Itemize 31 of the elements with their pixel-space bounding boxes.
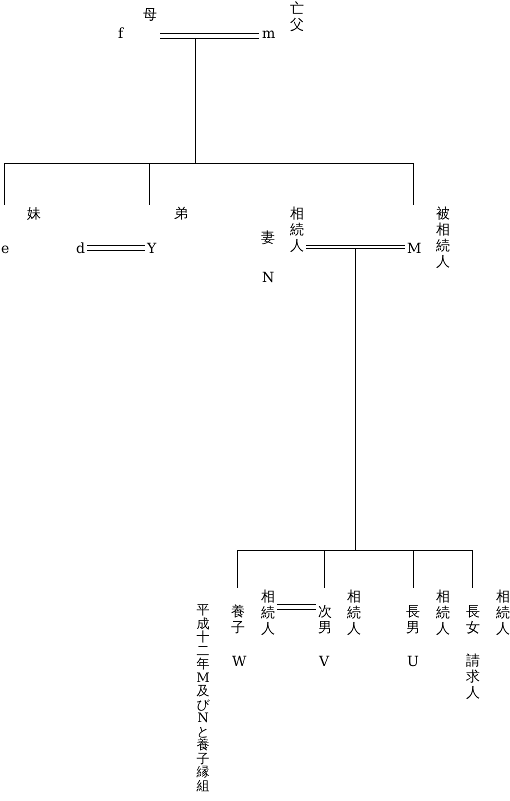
status-label: 相続人 <box>347 589 361 637</box>
marriage-line <box>306 245 406 249</box>
person-initial: U <box>407 655 419 669</box>
status-label: 相続人 <box>290 206 304 254</box>
relation-label: 妻 <box>261 230 275 246</box>
person-initial: M <box>407 242 422 256</box>
status-label: 相続人 <box>496 589 510 637</box>
status-label: 被相続人 <box>436 206 450 270</box>
relation-label: 次男 <box>318 604 332 636</box>
person-initial: e <box>1 242 10 256</box>
person-initial: Y <box>147 242 156 256</box>
person-initial: W <box>232 655 246 669</box>
person-initial: N <box>262 271 274 285</box>
relation-label: 長男 <box>406 604 420 636</box>
marriage-line <box>276 604 316 610</box>
relation-label: 亡父 <box>290 1 304 33</box>
person-initial: V <box>319 655 330 669</box>
descent-line <box>355 248 473 588</box>
relation-label: 養子 <box>231 604 245 636</box>
person-initial: d <box>76 242 85 256</box>
relation-label: 長女 <box>466 604 480 636</box>
adoption-note: 平成十二年M及びNと養子縁組 <box>196 604 210 793</box>
status-label: 請求人 <box>466 653 480 701</box>
status-label: 相続人 <box>261 589 275 637</box>
marriage-line <box>86 245 146 251</box>
status-label: 相続人 <box>436 589 450 637</box>
person-initial: f <box>118 27 124 41</box>
relation-label: 妹 <box>27 206 41 222</box>
relation-label: 弟 <box>174 206 188 222</box>
person-initial: m <box>262 27 276 41</box>
relation-label: 母 <box>143 7 157 23</box>
